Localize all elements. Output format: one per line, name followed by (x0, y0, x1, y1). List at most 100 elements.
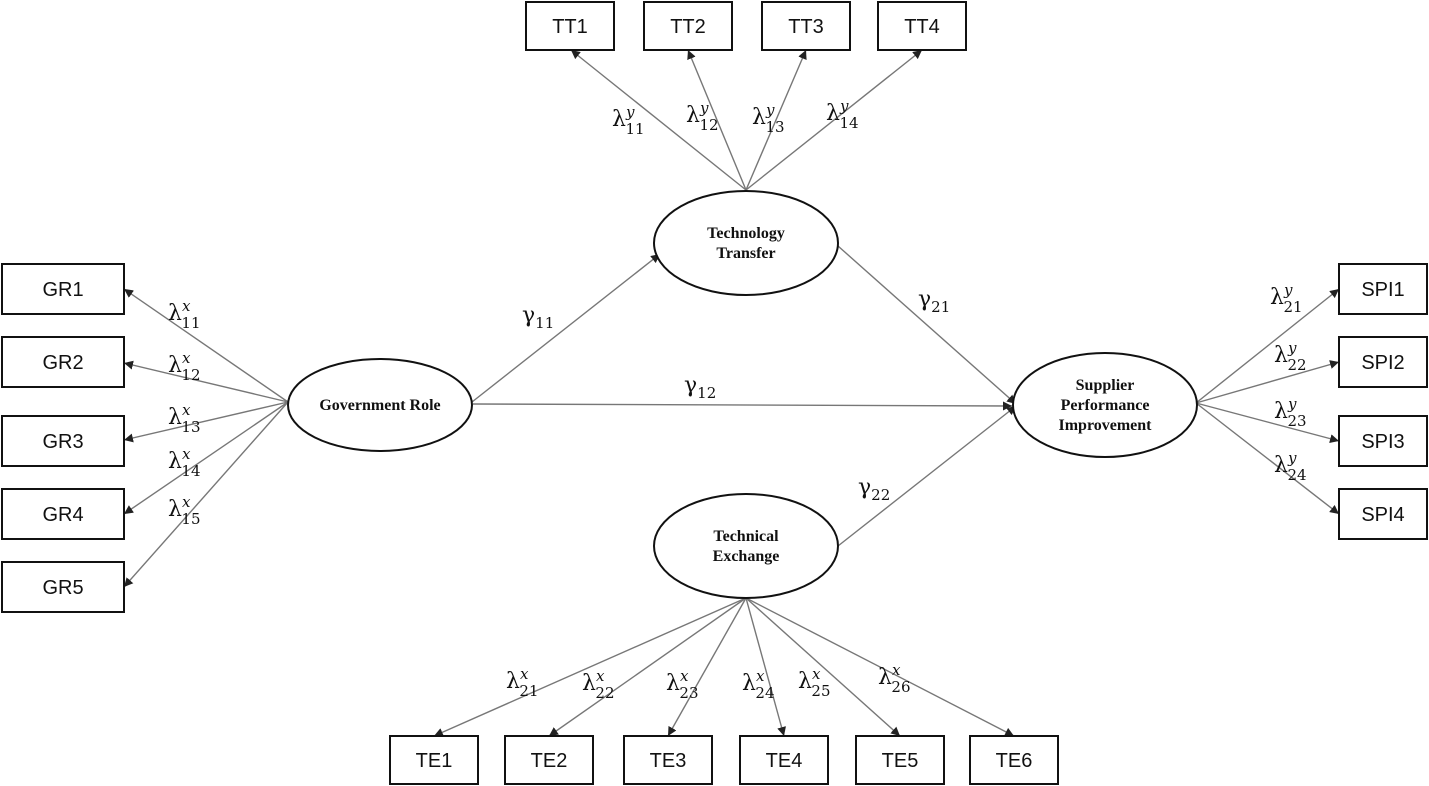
path-g22-arrow (837, 405, 1017, 547)
indicator-label: SPI1 (1361, 279, 1404, 301)
latent-label-line: Performance (1061, 397, 1150, 414)
indicator-tt2: TT2 (643, 1, 733, 51)
loading-arrow-tt2 (687, 49, 747, 191)
indicator-box (1, 415, 125, 467)
indicator-tt3: TT3 (761, 1, 851, 51)
indicator-box (969, 735, 1059, 785)
indicator-te6: TE6 (969, 735, 1059, 785)
indicator-box (1, 561, 125, 613)
indicator-label: TT4 (904, 16, 940, 38)
latent-label-line: Technical (713, 528, 779, 545)
indicator-label: GR5 (42, 577, 83, 599)
path-g21-arrow (837, 245, 1017, 405)
loading-arrow-gr3 (123, 401, 289, 443)
loading-arrow-spi2 (1195, 360, 1340, 404)
indicator-te1: TE1 (389, 735, 479, 785)
indicator-box (1338, 488, 1428, 540)
loading-arrow-te2 (548, 597, 747, 737)
indicator-gr1: GR1 (1, 263, 125, 315)
indicator-label: SPI4 (1361, 504, 1404, 526)
indicator-label: TE6 (996, 750, 1033, 772)
path-label-g12: γ12 (684, 373, 716, 402)
indicator-gr5: GR5 (1, 561, 125, 613)
indicator-gr4: GR4 (1, 488, 125, 540)
latent-label-line: Supplier (1076, 377, 1135, 394)
indicator-tt4: TT4 (877, 1, 967, 51)
indicator-spi3: SPI3 (1338, 415, 1428, 467)
indicator-gr3: GR3 (1, 415, 125, 467)
latent-gr: Government Role (287, 358, 473, 452)
indicator-label: SPI2 (1361, 352, 1404, 374)
indicator-label: TE4 (766, 750, 803, 772)
path-label-g11: γ11 (522, 303, 554, 332)
path-g11-arrow (471, 253, 661, 403)
latent-ellipse (1012, 352, 1198, 458)
path-label-g21: γ21 (918, 287, 950, 316)
indicator-box (525, 1, 615, 51)
indicator-label: GR4 (42, 504, 83, 526)
loading-arrow-te4 (745, 597, 786, 737)
indicator-label: TT2 (670, 16, 706, 38)
indicator-te5: TE5 (855, 735, 945, 785)
latent-label-line: Improvement (1058, 417, 1152, 434)
loading-arrow-tt4 (745, 49, 923, 191)
indicator-spi1: SPI1 (1338, 263, 1428, 315)
indicator-box (389, 735, 479, 785)
latent-label-line: Technology (707, 225, 785, 242)
loading-arrow-spi4 (1195, 402, 1340, 515)
indicator-box (504, 735, 594, 785)
latent-ellipse (287, 358, 473, 452)
loading-arrow-gr5 (123, 401, 289, 588)
indicator-label: SPI3 (1361, 431, 1404, 453)
indicator-label: TE3 (650, 750, 687, 772)
indicator-spi4: SPI4 (1338, 488, 1428, 540)
indicator-label: TT3 (788, 16, 824, 38)
loading-arrow-spi1 (1195, 288, 1340, 404)
loading-arrow-gr1 (123, 288, 289, 403)
indicator-te2: TE2 (504, 735, 594, 785)
indicator-label: GR3 (42, 431, 83, 453)
loading-arrow-tt3 (745, 49, 807, 191)
indicator-label: GR2 (42, 352, 83, 374)
loading-arrow-spi3 (1195, 402, 1340, 444)
latent-label-line: Transfer (716, 245, 775, 262)
indicator-spi2: SPI2 (1338, 336, 1428, 388)
latent-ellipse (653, 190, 839, 296)
indicator-box (623, 735, 713, 785)
path-label-g22: γ22 (858, 475, 890, 504)
loading-arrow-gr4 (123, 401, 289, 515)
indicator-box (739, 735, 829, 785)
indicator-label: TT1 (552, 16, 588, 38)
indicator-label: TE1 (416, 750, 453, 772)
loading-arrow-te5 (745, 597, 901, 737)
indicator-box (855, 735, 945, 785)
indicator-label: GR1 (42, 279, 83, 301)
indicator-te3: TE3 (623, 735, 713, 785)
indicator-box (1338, 336, 1428, 388)
indicator-label: TE5 (882, 750, 919, 772)
indicator-box (1, 488, 125, 540)
latent-label-line: Exchange (713, 548, 780, 565)
indicator-box (877, 1, 967, 51)
path-g12-arrow (472, 401, 1013, 411)
indicator-box (1338, 415, 1428, 467)
indicator-label: TE2 (531, 750, 568, 772)
